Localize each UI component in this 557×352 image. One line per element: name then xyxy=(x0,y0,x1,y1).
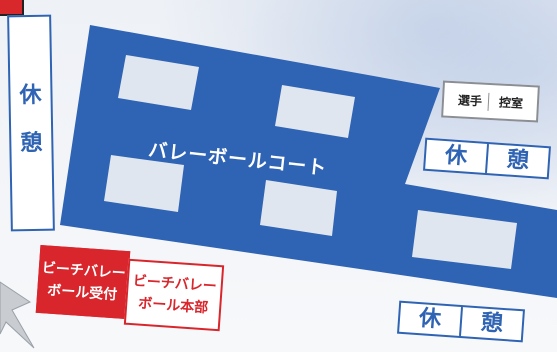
subcourt-3 xyxy=(104,155,184,212)
subcourt-1 xyxy=(118,55,199,110)
hq-line2: ボール本部 xyxy=(137,295,209,317)
subcourt-5 xyxy=(412,210,517,269)
reception-line2: ボール受付 xyxy=(46,282,118,304)
locker-room: 選手 控室 xyxy=(441,80,540,123)
subcourts xyxy=(104,55,517,269)
subcourt-4 xyxy=(260,180,337,236)
rest-area-right-char1: 休 xyxy=(444,143,468,170)
locker-room-part1: 選手 xyxy=(457,93,483,109)
beach-volleyball-reception: ビーチバレー ボール受付 xyxy=(35,244,131,320)
subcourt-2 xyxy=(275,85,355,138)
rest-area-right-char2: 憩 xyxy=(484,143,549,178)
locker-room-divider xyxy=(487,92,494,111)
rest-area-bottom-char1: 休 xyxy=(418,306,442,333)
star-decoration-icon xyxy=(0,281,35,349)
rest-area-bottom-char2: 憩 xyxy=(458,306,523,341)
beach-volleyball-headquarters: ビーチバレー ボール本部 xyxy=(123,258,225,332)
locker-room-part2: 控室 xyxy=(498,95,524,111)
